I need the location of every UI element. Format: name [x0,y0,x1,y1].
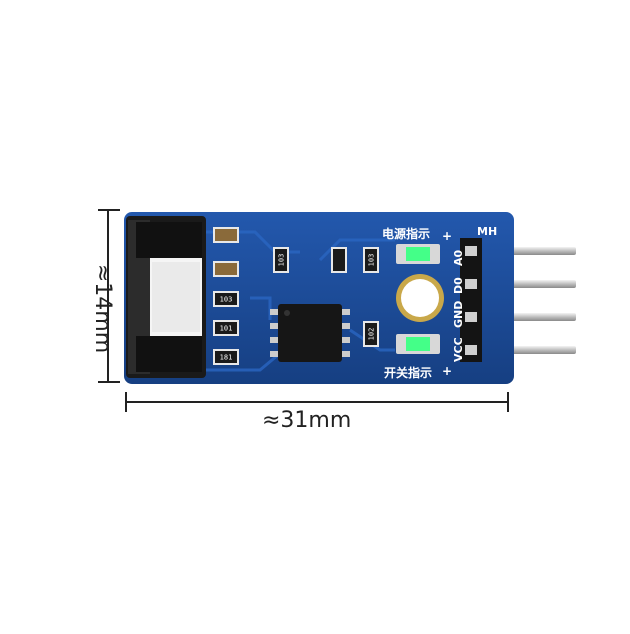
mounting-hole [396,274,444,322]
smd-component: 181 [213,349,239,365]
slot-optocoupler [126,216,206,378]
smd-code-label: 103 [220,296,233,304]
width-dimension-line [125,392,509,412]
smd-component [213,227,239,243]
smd-component: 103 [273,247,289,273]
pin-label-a0: A0 [452,249,465,266]
pin-label-vcc: VCC [452,337,465,362]
smd-code-label: 103 [368,254,376,267]
smd-component: 103 [213,291,239,307]
switch-led-label: 开关指示 [384,365,432,380]
smd-code-label: 103 [278,254,286,267]
switch-plus-sign: + [442,364,452,378]
header-base [460,238,482,362]
smd-code-label: 181 [220,354,233,362]
smd-component: 103 [363,247,379,273]
switch-led [396,334,440,354]
power-led [396,244,440,264]
power-led-label: 电源指示 [382,226,430,241]
power-plus-sign: + [442,229,452,243]
height-dimension-label: ≈14mm [90,263,116,354]
comparator-ic [270,304,350,362]
mh-label: MH [477,225,497,238]
smd-components: 103 101 181 103 103 102 [213,227,379,365]
pin-label-d0: D0 [452,277,465,294]
smd-component [213,261,239,277]
smd-component [331,247,347,273]
smd-component: 101 [213,320,239,336]
smd-code-label: 101 [220,325,233,333]
height-dimension-line [98,209,120,383]
width-dimension-label: ≈31mm [262,408,352,433]
pin-label-gnd: GND [452,301,465,328]
smd-code-label: 102 [368,328,376,341]
smd-component: 102 [363,321,379,347]
